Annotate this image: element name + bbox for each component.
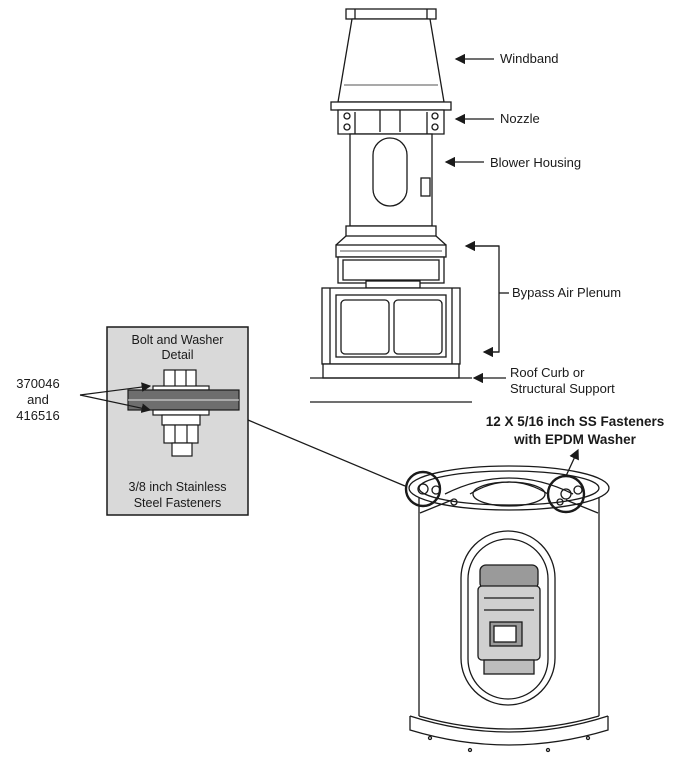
label-nozzle: Nozzle <box>500 111 540 126</box>
label-bypass-air-plenum: Bypass Air Plenum <box>512 285 622 300</box>
detail-fastener-line1: 3/8 inch Stainless <box>128 480 227 494</box>
callout-line2: with EPDM Washer <box>514 432 636 447</box>
detail-leader-line <box>247 419 406 487</box>
label-windband: Windband <box>500 51 559 66</box>
label-blower-housing: Blower Housing <box>490 155 582 170</box>
label-roof-curb-line2: Structural Support <box>510 381 615 396</box>
label-roof-curb-line1: Roof Curb or <box>510 365 585 380</box>
callout-arrow <box>565 448 579 477</box>
fastener-right <box>560 488 572 500</box>
part-number-line1: 370046 <box>16 376 60 391</box>
blower-housing <box>335 133 447 246</box>
part-number-line2: and <box>27 392 49 407</box>
nozzle <box>337 109 445 135</box>
fastener-left <box>417 483 429 495</box>
windband <box>330 8 452 111</box>
detail-title-line2: Detail <box>161 348 194 362</box>
motor <box>477 564 541 675</box>
bypass-air-plenum <box>321 244 461 365</box>
upper-label-arrows <box>444 53 509 384</box>
detail-fastener-line2: Steel Fasteners <box>133 496 222 510</box>
roof-curb <box>310 363 472 403</box>
detail-title-line1: Bolt and Washer <box>131 333 224 347</box>
callout-line1: 12 X 5/16 inch SS Fasteners <box>485 414 665 429</box>
bolt-drawing <box>79 369 240 457</box>
part-number-line3: 416516 <box>16 408 60 423</box>
